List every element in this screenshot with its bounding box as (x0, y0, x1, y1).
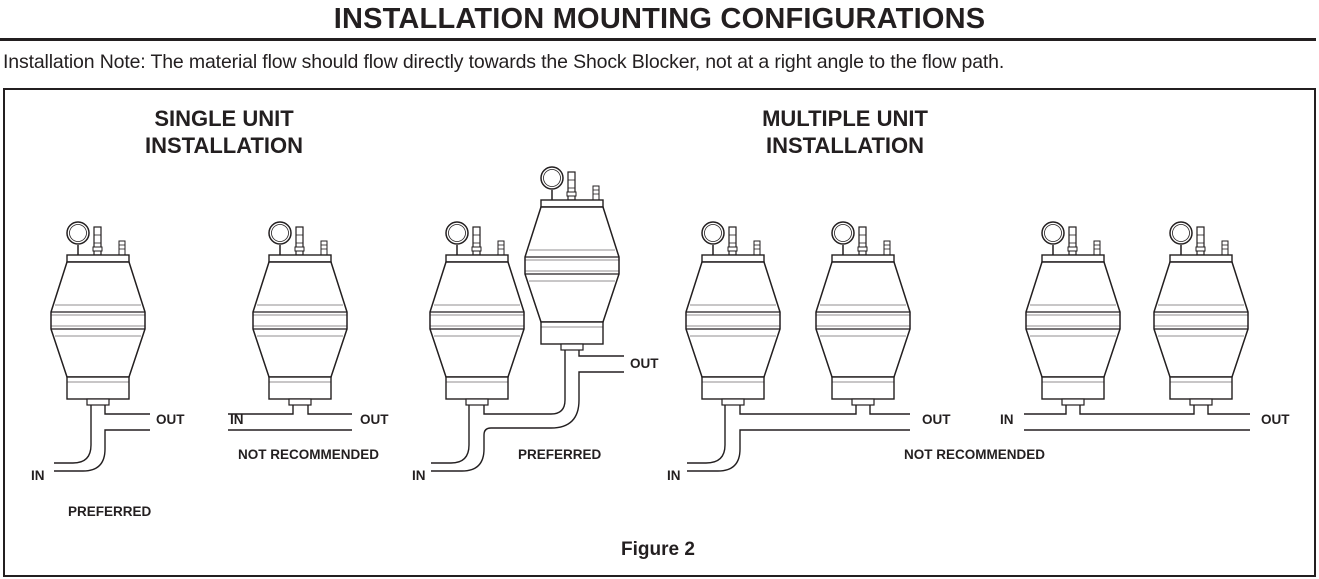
shock-blocker-unit (429, 221, 525, 406)
single-unit-title-line1: SINGLE UNIT (154, 106, 294, 131)
out-label: OUT (360, 412, 389, 427)
preferred-label: PREFERRED (68, 504, 152, 519)
multiple-unit-title-line2: INSTALLATION (766, 133, 924, 158)
not-recommended-label: NOT RECOMMENDED (904, 447, 1045, 462)
single-unit-title-line2: INSTALLATION (145, 133, 303, 158)
shock-blocker-unit (685, 221, 781, 406)
preferred-label: PREFERRED (518, 447, 602, 462)
shock-blocker-unit (1153, 221, 1249, 406)
shock-blocker-unit (815, 221, 911, 406)
out-label: OUT (1261, 412, 1290, 427)
shock-blocker-unit (252, 221, 348, 406)
shock-blocker-unit (1025, 221, 1121, 406)
heading-rule (0, 38, 1316, 41)
in-label: IN (667, 468, 681, 483)
page-heading: INSTALLATION MOUNTING CONFIGURATIONS (333, 3, 986, 35)
out-label: OUT (156, 412, 185, 427)
in-label: IN (230, 412, 244, 427)
installation-note: Installation Note: The material flow sho… (3, 51, 1005, 73)
out-label: OUT (630, 356, 659, 371)
figure-caption: Figure 2 (621, 539, 695, 560)
in-label: IN (1000, 412, 1014, 427)
in-label: IN (412, 468, 426, 483)
out-label: OUT (922, 412, 951, 427)
shock-blocker-unit (50, 221, 146, 406)
multiple-unit-title-line1: MULTIPLE UNIT (762, 106, 928, 131)
in-label: IN (31, 468, 45, 483)
shock-blocker-unit (524, 166, 620, 351)
figure-frame (3, 88, 1316, 577)
not-recommended-label: NOT RECOMMENDED (238, 447, 379, 462)
